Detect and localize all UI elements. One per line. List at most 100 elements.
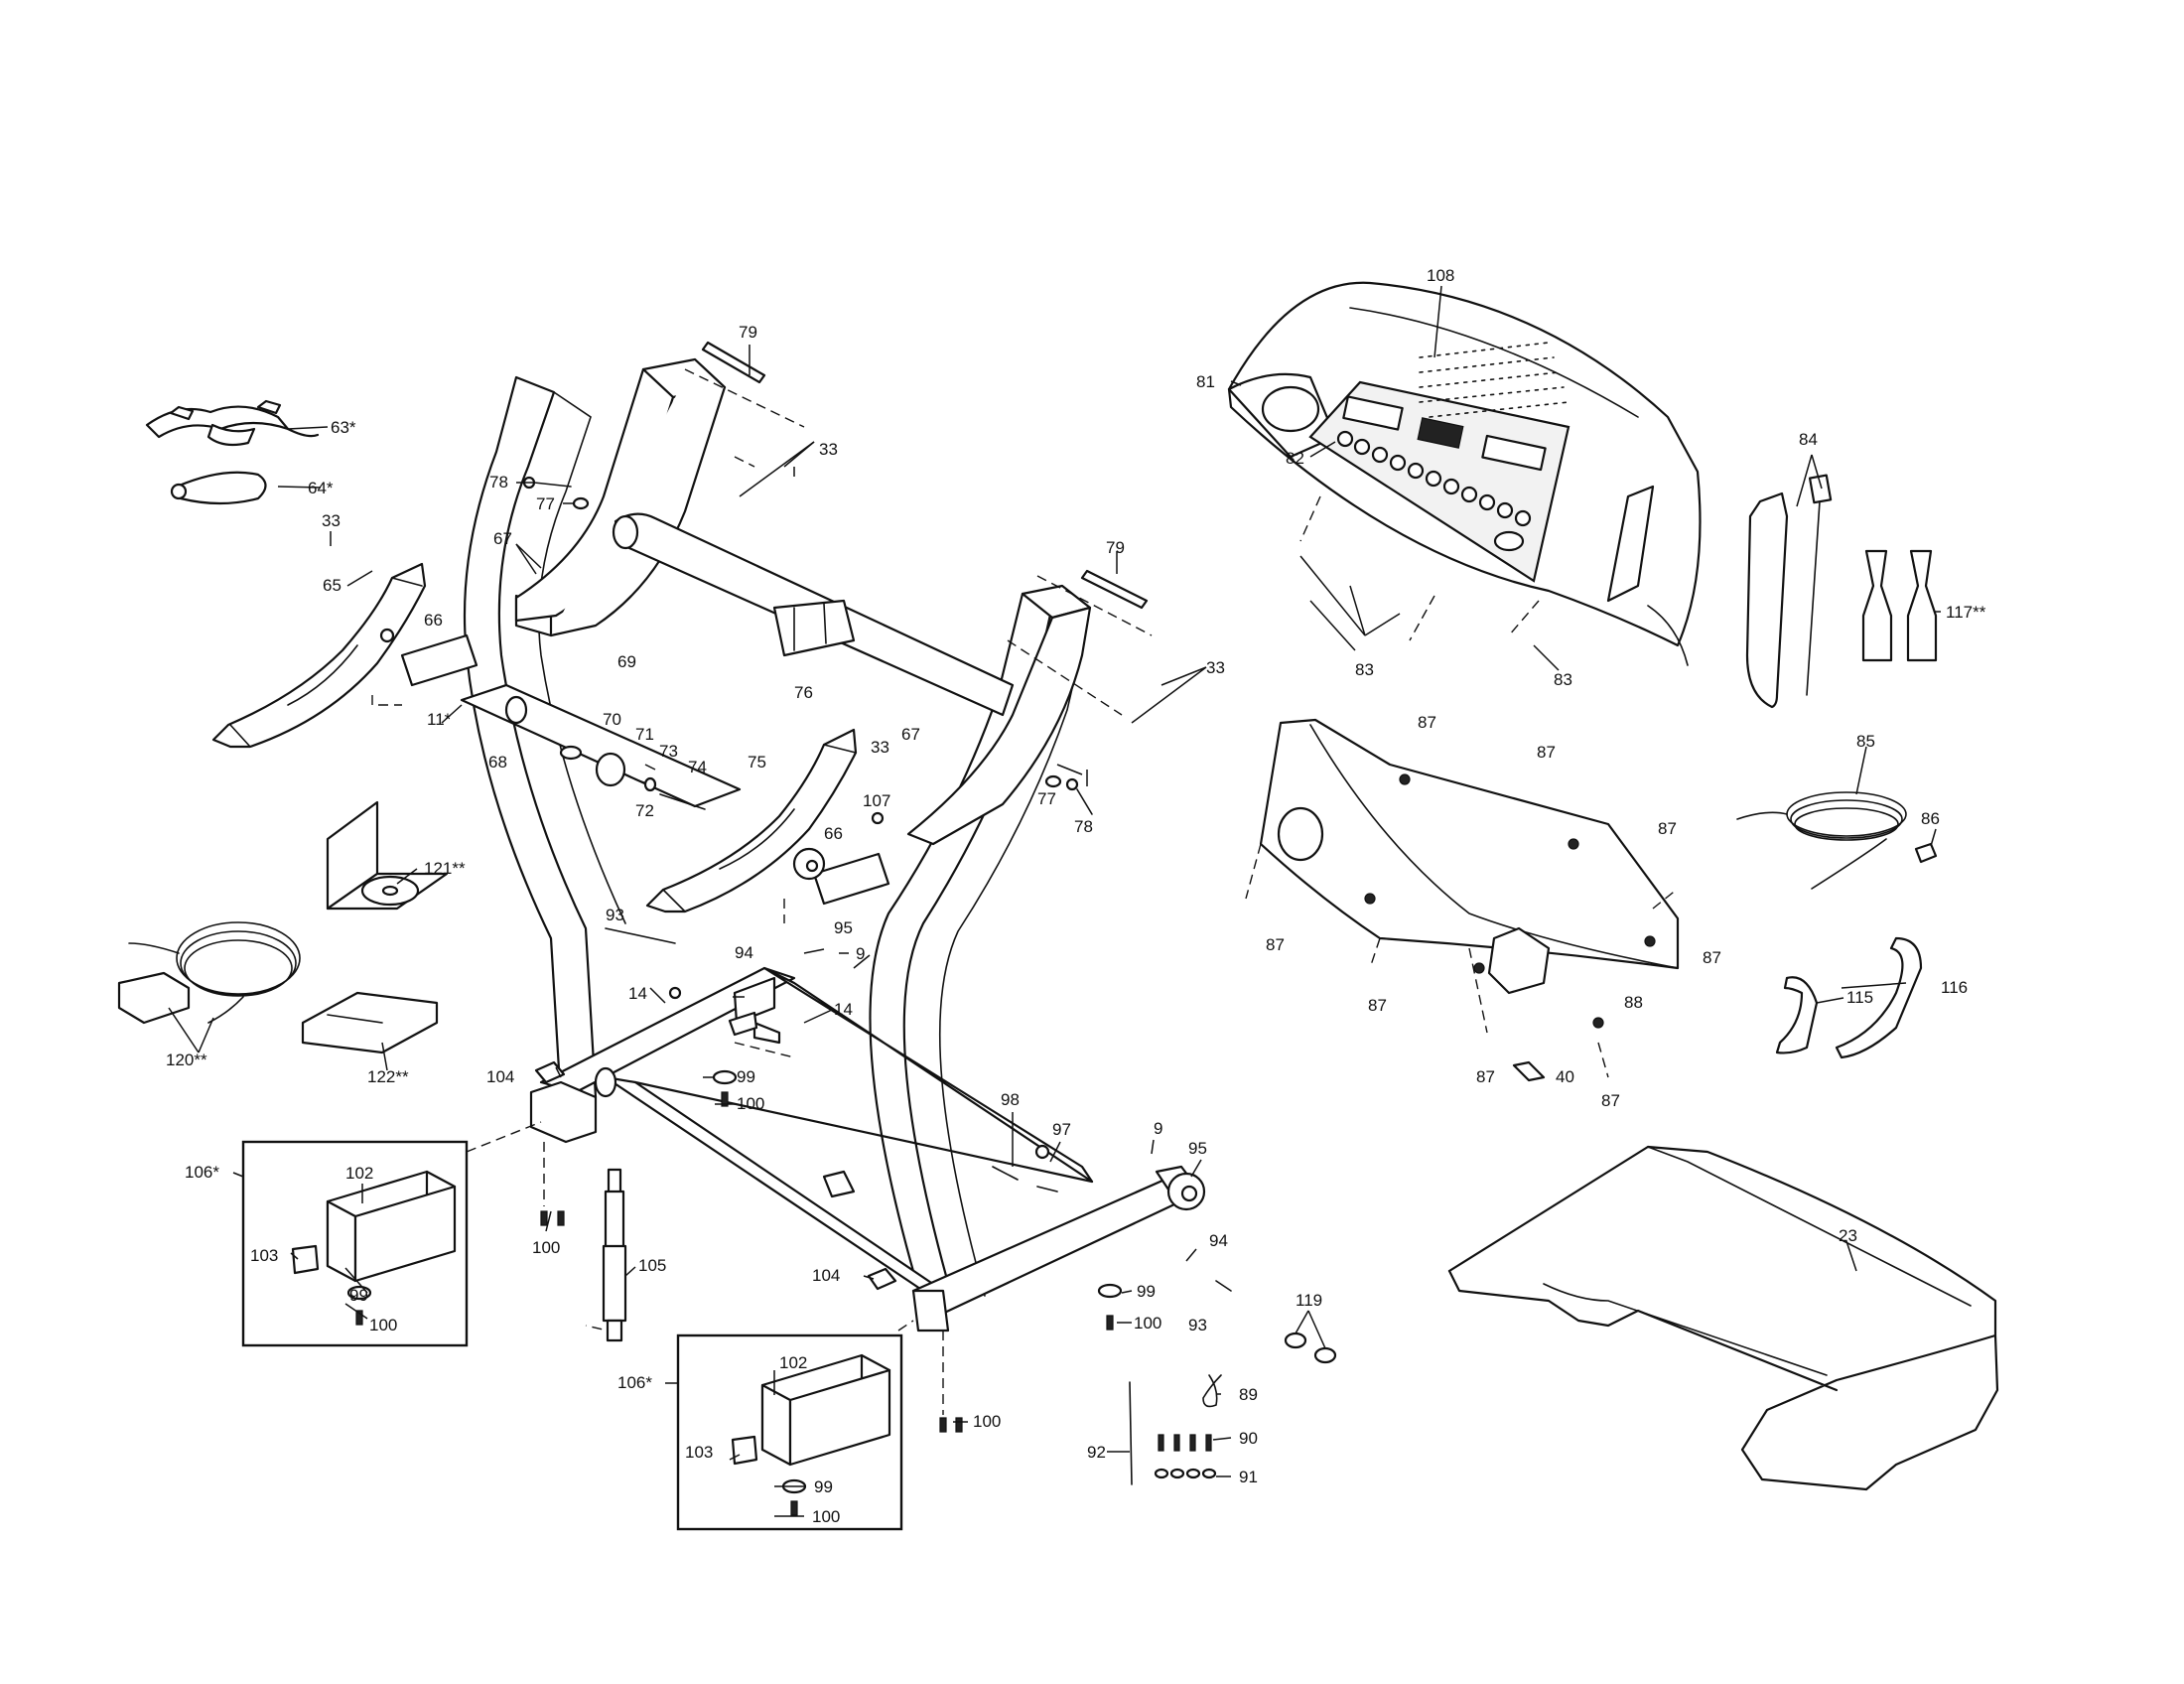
label-81: 81 bbox=[1196, 372, 1215, 391]
label-102-right: 102 bbox=[779, 1353, 807, 1372]
label-78-right: 78 bbox=[1074, 817, 1093, 836]
label-40: 40 bbox=[1556, 1067, 1574, 1086]
cd-121 bbox=[326, 800, 449, 911]
label-100-box-right: 100 bbox=[812, 1507, 840, 1526]
speaker-grille-108 bbox=[1419, 342, 1570, 418]
label-87-g: 87 bbox=[1476, 1067, 1495, 1086]
label-64: 64* bbox=[308, 479, 334, 497]
label-91: 91 bbox=[1239, 1468, 1258, 1486]
label-65: 65 bbox=[323, 576, 341, 595]
handrail-cover-65 bbox=[211, 562, 427, 749]
belt-116 bbox=[1835, 936, 1923, 1059]
label-78-left: 78 bbox=[489, 473, 508, 491]
motor-hood-88 bbox=[1259, 718, 1680, 1029]
label-23: 23 bbox=[1839, 1226, 1857, 1245]
label-87-e: 87 bbox=[1703, 948, 1721, 967]
label-107: 107 bbox=[863, 791, 890, 810]
label-76: 76 bbox=[794, 683, 813, 702]
audio-cable-120 bbox=[117, 921, 301, 1025]
label-95-right: 95 bbox=[1188, 1139, 1207, 1158]
strap-84 bbox=[1745, 474, 1833, 709]
label-120: 120** bbox=[166, 1051, 207, 1069]
label-102-left: 102 bbox=[345, 1164, 373, 1183]
hardware bbox=[400, 341, 1938, 1485]
label-85: 85 bbox=[1856, 732, 1875, 751]
label-86: 86 bbox=[1921, 809, 1940, 828]
label-103-right: 103 bbox=[685, 1443, 713, 1462]
label-33-top: 33 bbox=[819, 440, 838, 459]
leader-lines bbox=[168, 285, 1941, 1517]
label-115: 115 bbox=[1846, 988, 1873, 1007]
label-93-left: 93 bbox=[606, 906, 624, 924]
label-33-left: 33 bbox=[322, 511, 341, 530]
chest-strap-63 bbox=[145, 399, 320, 447]
motor-mount bbox=[733, 976, 781, 1045]
label-87-a: 87 bbox=[1418, 713, 1436, 732]
label-97: 97 bbox=[1052, 1120, 1071, 1139]
label-92: 92 bbox=[1087, 1443, 1106, 1462]
leveling-box-106-left bbox=[241, 1140, 469, 1347]
label-106-left: 106* bbox=[185, 1163, 219, 1182]
label-99-mid: 99 bbox=[737, 1067, 755, 1086]
label-105: 105 bbox=[638, 1256, 666, 1275]
label-11: 11* bbox=[427, 710, 452, 729]
weights-117 bbox=[1861, 549, 1938, 662]
label-83-right: 83 bbox=[1554, 670, 1572, 689]
label-77-left: 77 bbox=[536, 494, 555, 513]
label-14-left: 14 bbox=[628, 984, 647, 1003]
belt-115 bbox=[1775, 976, 1819, 1054]
label-87-b: 87 bbox=[1537, 743, 1556, 762]
label-66-right: 66 bbox=[824, 824, 843, 843]
label-89: 89 bbox=[1239, 1385, 1258, 1404]
label-93-right: 93 bbox=[1188, 1316, 1207, 1334]
label-103-left: 103 bbox=[250, 1246, 278, 1265]
label-87-d: 87 bbox=[1266, 935, 1285, 954]
label-90: 90 bbox=[1239, 1429, 1258, 1448]
label-104-right: 104 bbox=[812, 1266, 840, 1285]
vhs-122 bbox=[301, 991, 439, 1054]
assembly-lines bbox=[371, 368, 1679, 1415]
label-98: 98 bbox=[1001, 1090, 1020, 1109]
label-121: 121** bbox=[424, 859, 466, 878]
label-74: 74 bbox=[688, 758, 707, 776]
label-99-left: 99 bbox=[349, 1286, 368, 1305]
label-100-left: 100 bbox=[532, 1238, 560, 1257]
label-82: 82 bbox=[1286, 449, 1304, 468]
label-77-right: 77 bbox=[1037, 789, 1056, 808]
label-69: 69 bbox=[617, 652, 636, 671]
label-95-left: 95 bbox=[834, 918, 853, 937]
label-68: 68 bbox=[488, 753, 507, 772]
label-9-left: 9 bbox=[856, 944, 865, 963]
label-66-left: 66 bbox=[424, 611, 443, 630]
label-9-right: 9 bbox=[1154, 1119, 1162, 1138]
console-overlay-82 bbox=[1308, 380, 1570, 583]
cable-85 bbox=[1736, 791, 1907, 890]
label-70: 70 bbox=[603, 710, 621, 729]
shock-105 bbox=[602, 1168, 627, 1342]
label-63: 63* bbox=[331, 418, 356, 437]
label-119: 119 bbox=[1296, 1291, 1322, 1310]
label-67-left: 67 bbox=[493, 529, 512, 548]
label-100-box-left: 100 bbox=[369, 1316, 397, 1334]
base-frame bbox=[529, 966, 1198, 1333]
label-117: 117** bbox=[1946, 603, 1986, 622]
label-104-left: 104 bbox=[486, 1067, 514, 1086]
label-106-right: 106* bbox=[617, 1373, 652, 1392]
label-33-mid: 33 bbox=[871, 738, 889, 757]
transmitter-64 bbox=[170, 471, 267, 505]
hood-23 bbox=[1447, 1145, 1999, 1491]
label-116: 116 bbox=[1941, 978, 1968, 997]
label-72: 72 bbox=[635, 801, 654, 820]
label-99-right: 99 bbox=[1137, 1282, 1156, 1301]
label-73: 73 bbox=[659, 742, 678, 761]
label-100-right: 100 bbox=[1134, 1314, 1161, 1333]
handrail-cover-75 bbox=[645, 728, 858, 913]
label-122: 122** bbox=[367, 1067, 409, 1086]
crossbar-76 bbox=[612, 512, 1015, 717]
label-100-mid: 100 bbox=[737, 1094, 764, 1113]
label-33-right: 33 bbox=[1206, 658, 1225, 677]
label-87-h: 87 bbox=[1601, 1091, 1620, 1110]
label-83-left: 83 bbox=[1355, 660, 1374, 679]
label-67-right: 67 bbox=[901, 725, 920, 744]
